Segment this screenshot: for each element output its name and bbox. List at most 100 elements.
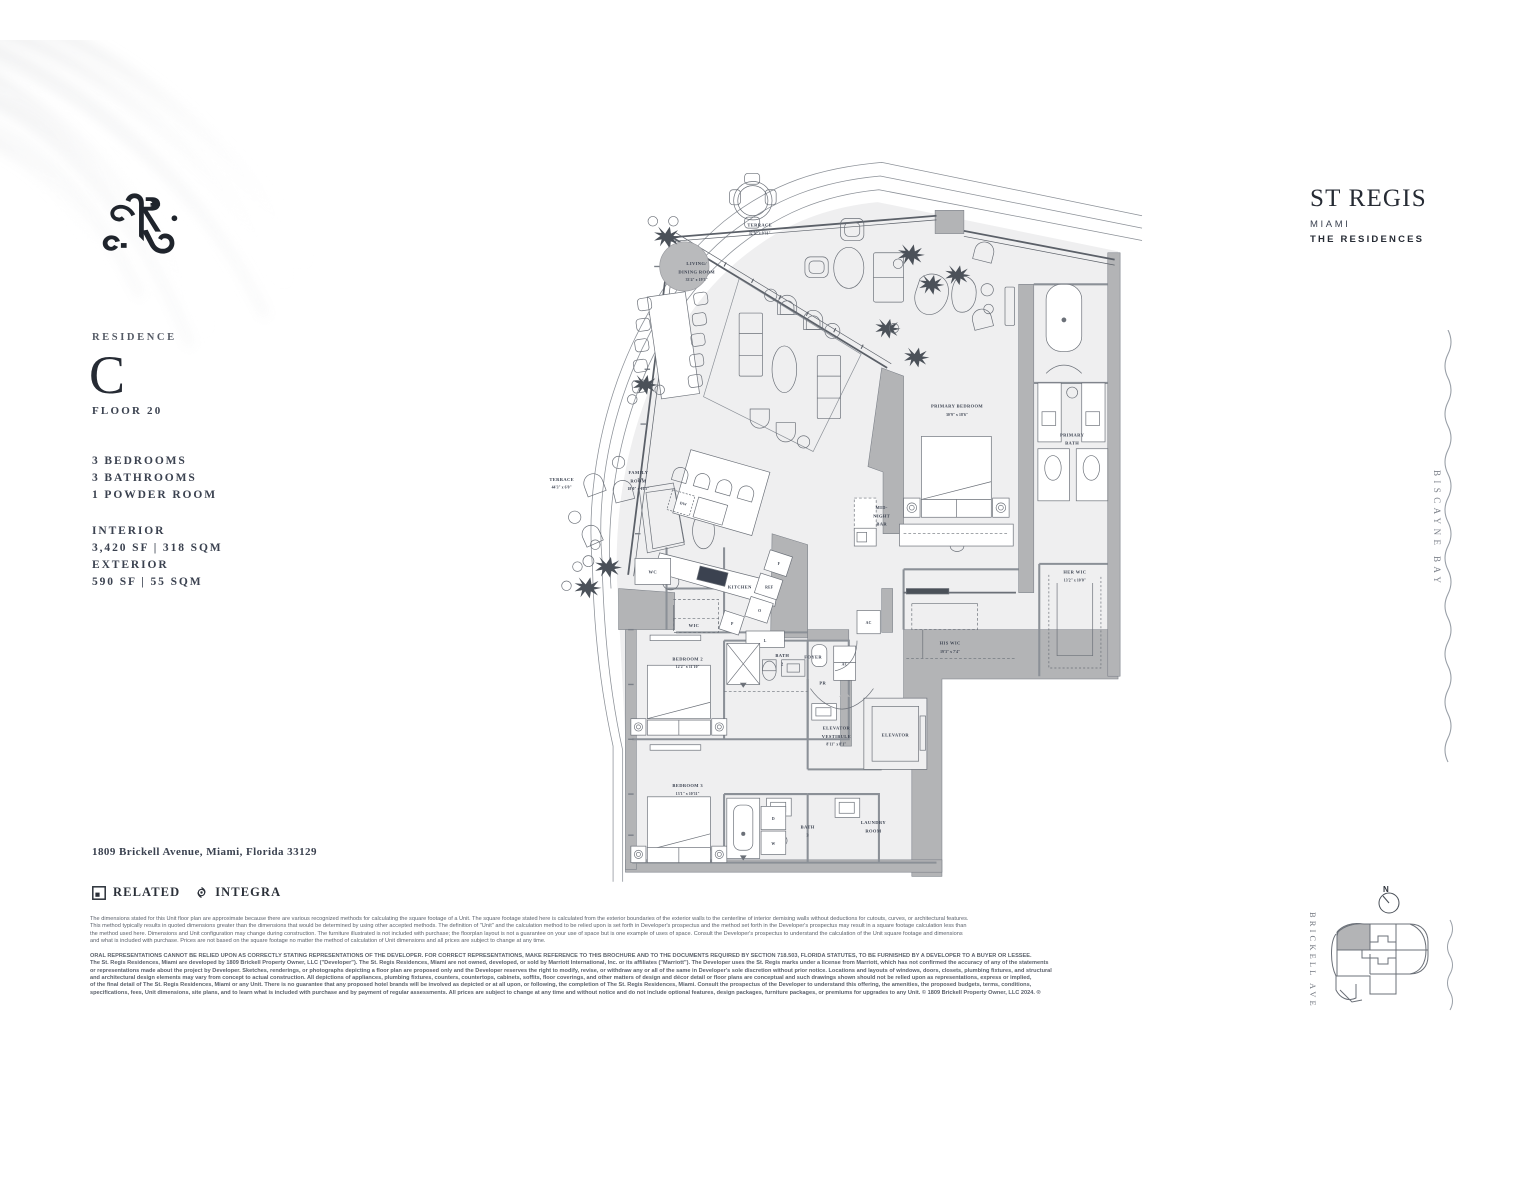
disclaimer-line: The St. Regis Residences, Miami are deve… [90, 960, 1049, 967]
appliance-oven: O [758, 609, 761, 613]
brand-name: ST REGIS [1310, 185, 1427, 212]
room-label-bath-2-2: 2 [781, 661, 784, 666]
site-map [1331, 892, 1453, 1011]
planter-plants [561, 216, 971, 599]
room-dim-terrace-west: 44'3" x 6'0" [552, 485, 572, 489]
room-label-elev-vest-1: ELEVATOR [823, 726, 851, 731]
room-label-midnight-bar-1: MID- [876, 505, 888, 510]
disclaimer-line: and architectural design elements may va… [90, 975, 1032, 982]
disclaimer-block: The dimensions stated for this Unit floo… [90, 916, 1290, 997]
appliance-freezer: F [778, 562, 781, 566]
spec-bathrooms: 3 BATHROOMS [92, 472, 197, 484]
disclaimer-line: ORAL REPRESENTATIONS CANNOT BE RELIED UP… [90, 953, 1032, 960]
room-label-bedroom-3: BEDROOM 3 [672, 783, 703, 788]
spec-exterior-value: 590 SF | 55 SQM [92, 576, 203, 588]
disclaimer-part-2: ORAL REPRESENTATIONS CANNOT BE RELIED UP… [90, 953, 1290, 997]
disclaimer-part-1: The dimensions stated for this Unit floo… [90, 916, 1290, 945]
disclaimer-line: the method used here. Dimensions and Uni… [90, 930, 963, 937]
residence-letter: C [89, 345, 126, 405]
room-label-living-dining-1: LIVING/ [686, 261, 707, 266]
room-label-family-room-2: ROOM [630, 478, 646, 483]
brand-subtitle: THE RESIDENCES [1310, 234, 1425, 245]
room-label-terrace-north: TERRACE [747, 223, 772, 228]
room-dim-family-room: 18'0" x 11'5" [627, 487, 649, 491]
compass-icon [1378, 892, 1400, 914]
disclaimer-line: or representations made about the projec… [90, 967, 1052, 974]
room-label-bedroom-2: BEDROOM 2 [672, 656, 703, 661]
room-label-midnight-bar-2: NIGHT [873, 513, 890, 518]
room-label-powder-room: PR [819, 680, 826, 685]
room-label-family-room-1: FAMILY [629, 470, 649, 475]
disclaimer-line: This method typically results in quoted … [90, 923, 967, 930]
appliance-washer: W [771, 842, 775, 846]
related-label: RELATED [113, 885, 181, 899]
residence-floor: FLOOR 20 [92, 405, 163, 417]
room-dim-primary-bedroom: 30'9" x 18'6" [946, 413, 968, 417]
integra-swirl-icon [197, 886, 206, 899]
room-dim-terrace-north: 32'9" x 9'11" [749, 231, 771, 235]
room-label-living-dining-2: DINING ROOM [678, 269, 715, 274]
room-label-laundry-2: ROOM [865, 828, 881, 833]
residence-info-panel: RESIDENCE C FLOOR 20 3 BEDROOMS 3 BATHRO… [89, 180, 382, 591]
room-label-primary-bath-1: PRIMARY [1060, 432, 1085, 437]
disclaimer-line: of the final detail of The St. Regis Res… [90, 982, 1032, 989]
integra-label: INTEGRA [215, 885, 282, 899]
property-address: 1809 Brickell Avenue, Miami, Florida 331… [92, 846, 317, 858]
brand-block: ST REGIS MIAMI THE RESIDENCES [1310, 185, 1427, 246]
room-label-wc: WC [649, 569, 658, 574]
developer-related: RELATED [92, 885, 180, 900]
brand-city: MIAMI [1310, 219, 1351, 230]
spec-bedrooms: 3 BEDROOMS [92, 455, 187, 467]
bedroom-furniture [630, 634, 861, 863]
room-label-primary-bedroom: PRIMARY BEDROOM [931, 404, 983, 409]
room-label-her-wic: HER WIC [1063, 569, 1086, 574]
room-dim-living-dining: 33'4" x 19'3" [686, 278, 708, 282]
spec-interior-value: 3,420 SF | 318 SQM [92, 542, 223, 554]
disclaimer-line: and what is included with purchase. Pric… [90, 937, 546, 944]
biscayne-bay-label: BISCAYNE BAY [1432, 470, 1442, 588]
room-label-midnight-bar-3: BAR [876, 521, 887, 526]
biscayne-bay-wave-line [1444, 330, 1452, 763]
room-label-foyer: FOYER [804, 654, 822, 659]
disclaimer-line: specifications, fees, Unit dimensions, s… [90, 989, 1041, 996]
room-label-his-wic: HIS WIC [940, 641, 961, 646]
primary-suite-furniture [810, 241, 1109, 770]
room-label-elevator: ELEVATOR [882, 733, 910, 738]
room-label-wic: WIC [689, 623, 700, 628]
room-dim-his-wic: 19'3" x 7'4" [940, 650, 960, 654]
appliance-ac-1: AC [866, 621, 872, 625]
developer-integra: INTEGRA [195, 885, 281, 900]
room-label-laundry-1: LAUNDRY [861, 820, 886, 825]
room-dim-bedroom-2: 12'2" x 11'10" [676, 665, 700, 669]
floor-plan-svg: TERRACE 32'9" x 9'11" LIVING/ DINING ROO… [549, 161, 1143, 882]
appliance-dishwasher: DW [679, 501, 687, 507]
residence-eyebrow: RESIDENCE [92, 332, 177, 343]
appliance-labels: DW F REF O P L D W AC AC [679, 501, 871, 846]
floor-plan-drawing: TERRACE 32'9" x 9'11" LIVING/ DINING ROO… [390, 150, 1250, 890]
furniture-layer [568, 172, 904, 648]
related-square-icon [92, 885, 106, 900]
appliance-linen: L [764, 639, 767, 643]
room-label-elev-vest-2: VESTIBULE [822, 734, 851, 739]
appliance-ac-2: AC [842, 662, 848, 666]
compass-north-label: N [1383, 885, 1389, 894]
room-labels: TERRACE 32'9" x 9'11" LIVING/ DINING ROO… [549, 223, 1086, 838]
spec-exterior-label: EXTERIOR [92, 559, 169, 571]
spec-powder-room: 1 POWDER ROOM [92, 489, 217, 501]
room-label-bath-3-1: BATH [801, 824, 815, 829]
spec-interior-label: INTERIOR [92, 525, 166, 537]
residence-specs: 3 BEDROOMS 3 BATHROOMS 1 POWDER ROOM INT… [92, 453, 382, 591]
room-label-bath-3-2: 3 [806, 833, 809, 838]
room-dim-her-wic: 13'2" x 10'0" [1064, 579, 1086, 583]
room-dim-elev-vest: 8'11" x 8'1" [826, 742, 846, 746]
st-regis-monogram-icon [102, 193, 178, 254]
room-label-bath-2-1: BATH [775, 653, 789, 658]
room-dim-bedroom-3: 13'1" x 10'11" [676, 792, 700, 796]
room-label-primary-bath-2: BATH [1065, 441, 1079, 446]
developer-logos: RELATED INTEGRA [92, 885, 281, 900]
room-label-kitchen: KITCHEN [728, 585, 752, 590]
room-label-terrace-west: TERRACE [549, 477, 574, 482]
appliance-refrigerator: REF [765, 586, 774, 590]
brickell-ave-label: BRICKELL AVE [1308, 912, 1317, 1009]
